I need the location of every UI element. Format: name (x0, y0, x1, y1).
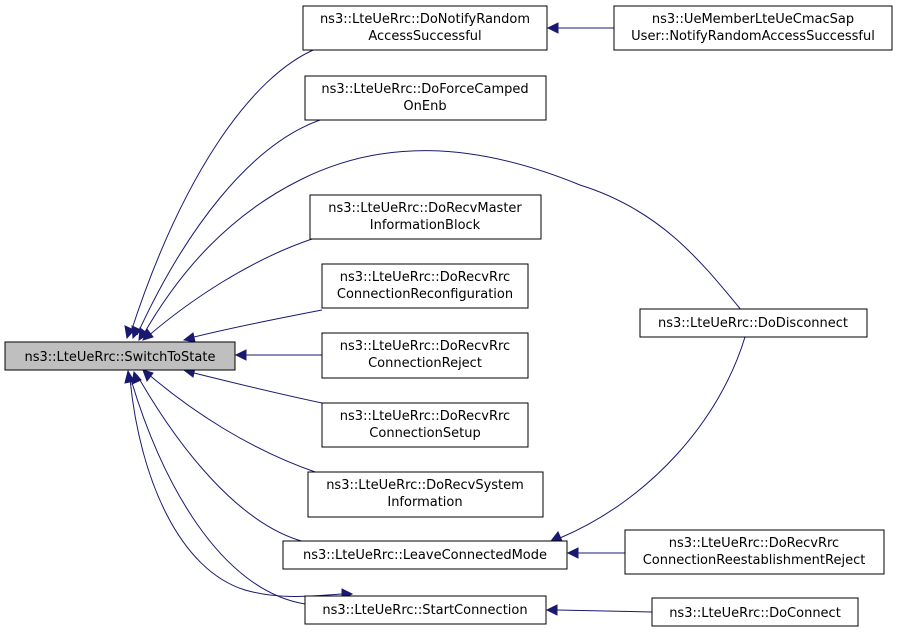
node-do-disconnect[interactable]: ns3::LteUeRrc::DoDisconnect (639, 308, 868, 338)
edge-do-force-camped-to-switch-to-state (136, 119, 321, 336)
node-ue-member-cmac-sap-user-line2: User::NotifyRandomAccessSuccessful (631, 29, 875, 44)
node-do-recv-rrc-connection-setup-line2: ConnectionSetup (369, 426, 480, 441)
node-leave-connected-mode-label: ns3::LteUeRrc::LeaveConnectedMode (303, 548, 547, 563)
node-do-force-camped-on-enb[interactable]: ns3::LteUeRrc::DoForceCamped OnEnb (304, 75, 547, 121)
node-do-connect-label: ns3::LteUeRrc::DoConnect (669, 606, 841, 621)
node-do-recv-rrc-connection-reject-line2: ConnectionReject (368, 356, 482, 371)
node-ue-member-cmac-sap-user[interactable]: ns3::UeMemberLteUeCmacSap User::NotifyRa… (613, 5, 893, 51)
node-do-recv-rrc-connection-reject-line1: ns3::LteUeRrc::DoRecvRrc (340, 339, 510, 354)
edge-do-disconnect-to-switch-to-state (141, 150, 743, 338)
node-do-recv-system-information-line2: Information (387, 495, 462, 510)
edge-do-connect-to-start-connection (556, 609, 653, 613)
edge-do-recv-reconfig-to-switch-to-state (189, 309, 323, 339)
edge-do-recv-mib-to-switch-to-state (146, 238, 313, 338)
node-do-recv-master-information-block-line2: InformationBlock (370, 218, 481, 233)
node-do-recv-system-information-line1: ns3::LteUeRrc::DoRecvSystem (326, 478, 524, 493)
node-ue-member-cmac-sap-user-line1: ns3::UeMemberLteUeCmacSap (652, 12, 854, 27)
edge-leave-connected-mode-to-switch-to-state (136, 374, 306, 543)
node-do-disconnect-label: ns3::LteUeRrc::DoDisconnect (658, 316, 848, 331)
node-do-notify-random-access-successful-line1: ns3::LteUeRrc::DoNotifyRandom (320, 12, 530, 27)
node-do-recv-rrc-connection-reestablishment-reject-line2: ConnectionReestablishmentReject (643, 553, 866, 568)
node-switch-to-state-label: ns3::LteUeRrc::SwitchToState (25, 350, 216, 365)
node-do-recv-rrc-connection-reconfiguration[interactable]: ns3::LteUeRrc::DoRecvRrc ConnectionRecon… (321, 263, 529, 309)
node-do-recv-rrc-connection-setup[interactable]: ns3::LteUeRrc::DoRecvRrc ConnectionSetup (321, 402, 529, 448)
edge-start-connection-to-switch-to-state-b (129, 378, 343, 597)
edge-do-notify-random-access-to-switch-to-state (129, 47, 319, 336)
node-do-recv-rrc-connection-setup-line1: ns3::LteUeRrc::DoRecvRrc (340, 409, 510, 424)
node-do-notify-random-access-successful-line2: AccessSuccessful (368, 29, 481, 44)
node-do-recv-system-information[interactable]: ns3::LteUeRrc::DoRecvSystem Information (307, 471, 544, 518)
node-start-connection[interactable]: ns3::LteUeRrc::StartConnection (304, 595, 547, 625)
edge-do-disconnect-to-leave-connected-mode (559, 336, 746, 539)
node-do-recv-master-information-block-line1: ns3::LteUeRrc::DoRecvMaster (328, 201, 522, 216)
node-do-notify-random-access-successful[interactable]: ns3::LteUeRrc::DoNotifyRandom AccessSucc… (302, 5, 548, 51)
node-do-force-camped-on-enb-line2: OnEnb (403, 99, 446, 114)
node-do-force-camped-on-enb-line1: ns3::LteUeRrc::DoForceCamped (321, 82, 528, 97)
node-switch-to-state[interactable]: ns3::LteUeRrc::SwitchToState (4, 341, 236, 371)
node-leave-connected-mode[interactable]: ns3::LteUeRrc::LeaveConnectedMode (282, 540, 568, 570)
edges (124, 22, 746, 616)
node-do-recv-rrc-connection-reject[interactable]: ns3::LteUeRrc::DoRecvRrc ConnectionRejec… (321, 332, 529, 379)
node-do-recv-rrc-connection-reestablishment-reject[interactable]: ns3::LteUeRrc::DoRecvRrc ConnectionReest… (624, 529, 885, 575)
edge-do-recv-sysinfo-to-switch-to-state (146, 372, 319, 474)
edge-start-connection-to-switch-to-state-a (129, 375, 306, 605)
node-start-connection-label: ns3::LteUeRrc::StartConnection (322, 603, 527, 618)
node-do-connect[interactable]: ns3::LteUeRrc::DoConnect (651, 597, 859, 627)
node-do-recv-master-information-block[interactable]: ns3::LteUeRrc::DoRecvMaster InformationB… (309, 194, 542, 240)
node-do-recv-rrc-connection-reconfiguration-line2: ConnectionReconfiguration (337, 287, 513, 302)
edge-do-recv-setup-to-switch-to-state (189, 371, 323, 404)
node-do-recv-rrc-connection-reestablishment-reject-line1: ns3::LteUeRrc::DoRecvRrc (669, 536, 839, 551)
node-do-recv-rrc-connection-reconfiguration-line1: ns3::LteUeRrc::DoRecvRrc (340, 270, 510, 285)
